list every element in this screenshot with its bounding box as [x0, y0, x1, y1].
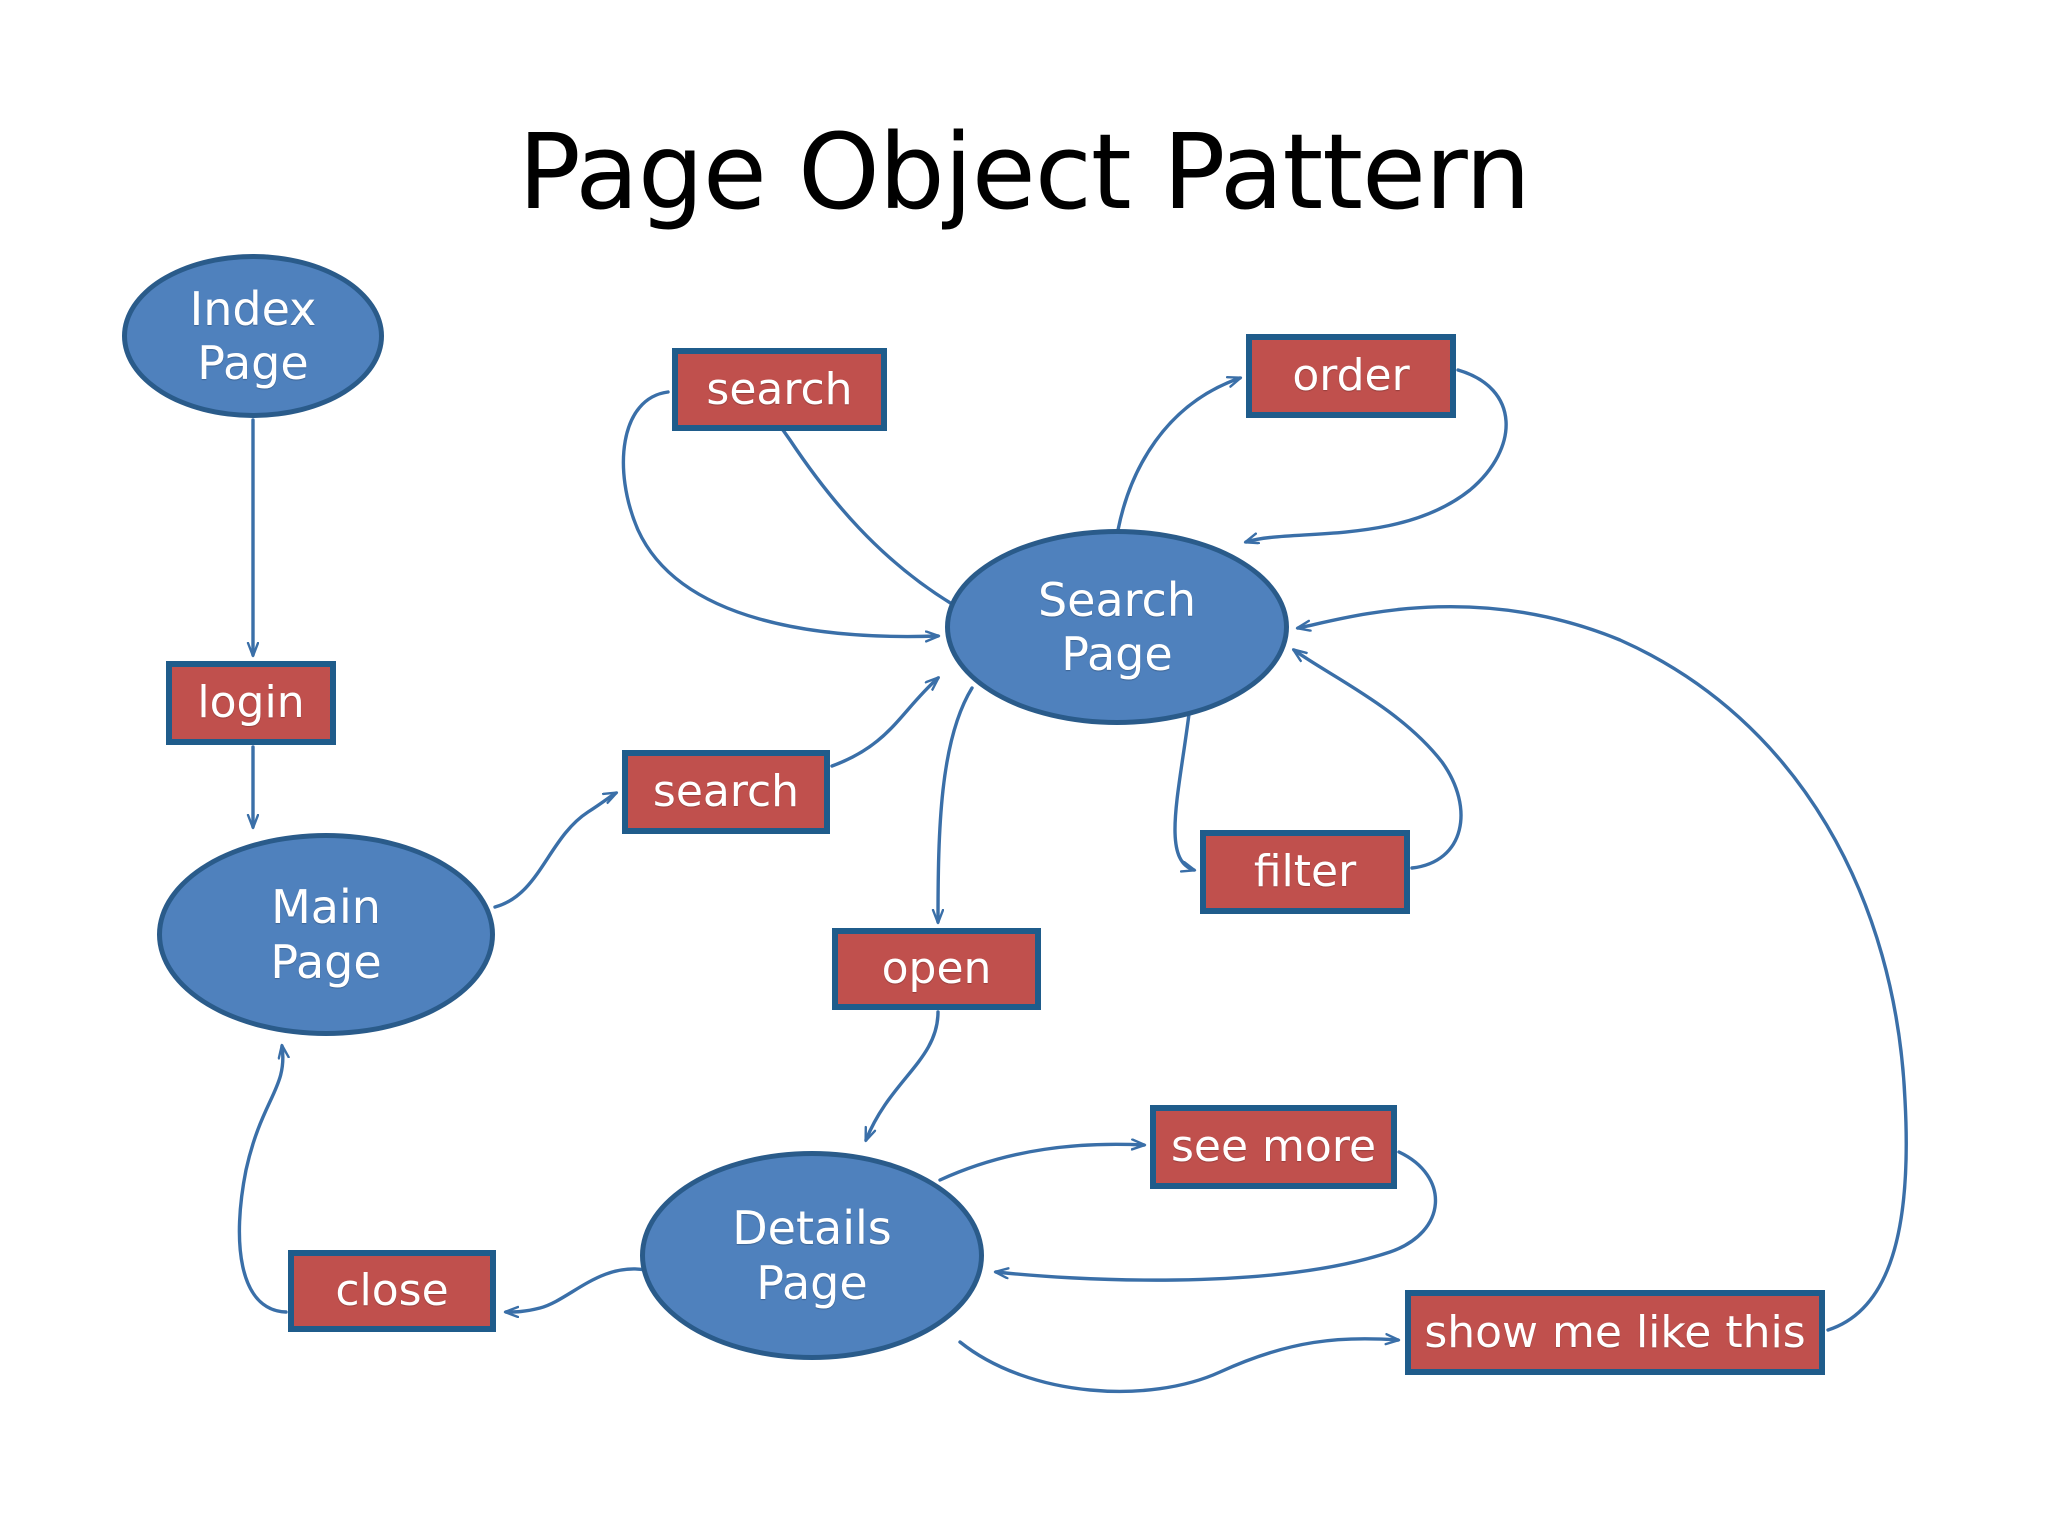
node-main-page-label: Main Page [270, 880, 382, 989]
node-details-page[interactable]: Details Page [640, 1151, 984, 1360]
edge-search-top-to-search-page [621, 390, 938, 637]
node-details-page-label: Details Page [732, 1201, 892, 1310]
node-order[interactable]: order [1246, 334, 1456, 418]
edge-details-page-to-see-more [938, 1144, 1144, 1182]
node-index-page-label: Index Page [189, 281, 317, 390]
edge-search-action-to-search-page [830, 678, 938, 768]
node-search-top-label: search [706, 363, 853, 415]
node-show-me-like-this-label: show me like this [1424, 1306, 1806, 1358]
node-close-label: close [335, 1265, 449, 1316]
edge-search-page-to-filter [1173, 704, 1194, 870]
edge-see-more-to-details-page [996, 1150, 1438, 1282]
node-order-label: order [1292, 350, 1410, 401]
node-login-label: login [197, 677, 305, 728]
edge-search-page-to-open [938, 686, 974, 922]
page-title: Page Object Pattern [518, 111, 1531, 233]
node-see-more-label: see more [1170, 1121, 1377, 1172]
edge-open-to-details-page [864, 1010, 940, 1140]
node-see-more[interactable]: see more [1150, 1105, 1397, 1189]
node-filter[interactable]: filter [1200, 830, 1410, 914]
edge-filter-to-search-page [1294, 650, 1463, 870]
edge-show-me-like-this-to-search-page [1298, 604, 1908, 1332]
edge-order-to-search-page [1246, 368, 1508, 542]
edge-search-page-to-order [1116, 378, 1240, 532]
node-close[interactable]: close [288, 1250, 496, 1332]
node-main-page[interactable]: Main Page [157, 833, 495, 1036]
node-filter-label: filter [1253, 846, 1357, 897]
node-open[interactable]: open [832, 928, 1041, 1010]
edge-main-to-search-action [493, 791, 616, 909]
node-search-main-label: search [652, 766, 800, 817]
edge-details-page-to-close [506, 1267, 648, 1312]
node-search-main[interactable]: search [622, 750, 830, 834]
node-login[interactable]: login [166, 661, 336, 745]
edge-details-page-to-show-me-like-this [958, 1339, 1398, 1394]
node-index-page[interactable]: Index Page [122, 254, 384, 418]
node-open-label: open [881, 943, 992, 994]
node-search-page[interactable]: Search Page [945, 529, 1289, 725]
node-show-me-like-this[interactable]: show me like this [1405, 1290, 1825, 1375]
edge-close-to-main-page [237, 1046, 286, 1314]
node-search-top[interactable]: search [672, 348, 887, 431]
node-search-page-label: Search Page [1037, 572, 1197, 681]
